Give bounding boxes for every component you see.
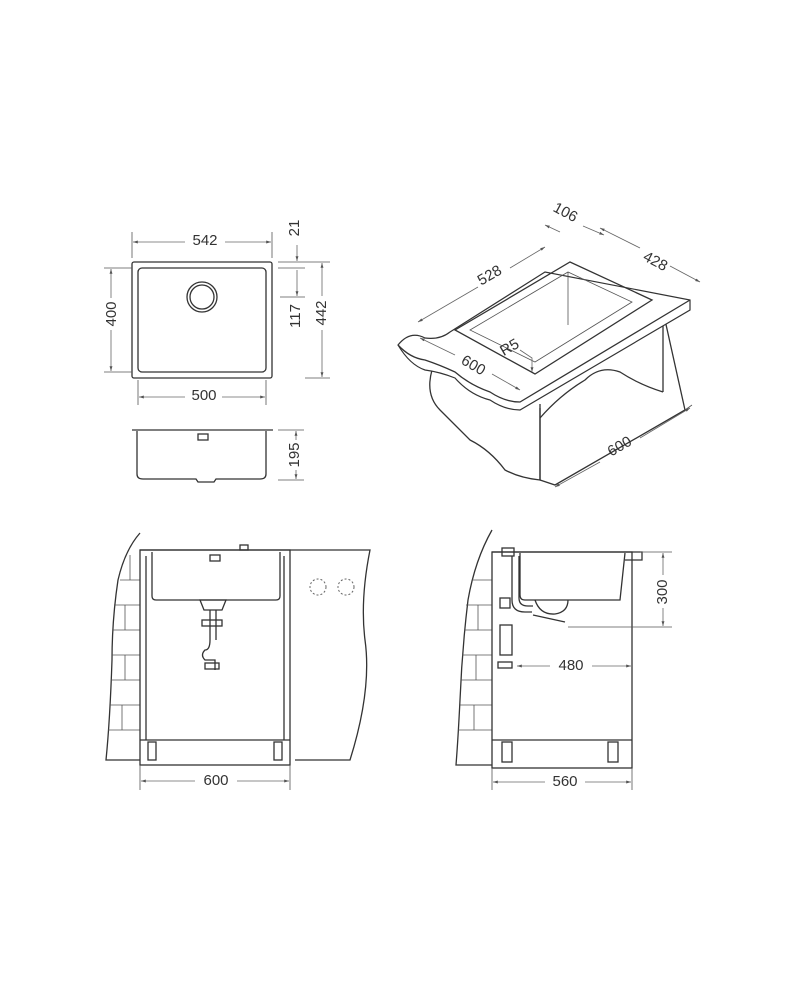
dim-width-inner: 500 bbox=[191, 387, 216, 404]
dim-height: 300 bbox=[654, 579, 671, 604]
sink-bowl-outline bbox=[137, 267, 267, 373]
dim-cabinet-depth-side: 560 bbox=[552, 773, 577, 790]
top-view: 542 400 500 21 117 442 bbox=[103, 220, 330, 405]
overflow-icon bbox=[197, 433, 209, 441]
dim-side-length: 428 bbox=[640, 248, 670, 275]
dim-depth-outer: 442 bbox=[313, 300, 330, 325]
isometric-view: 528 106 428 600 R5 600 bbox=[397, 199, 701, 488]
side-elevation: 300 480 560 bbox=[455, 529, 672, 790]
wall bbox=[455, 529, 493, 766]
wall bbox=[105, 532, 141, 761]
dim-distance: 480 bbox=[558, 657, 583, 674]
drain-outer bbox=[186, 281, 218, 313]
countertop bbox=[397, 271, 691, 411]
dim-top-length: 528 bbox=[475, 262, 505, 289]
connection-icon bbox=[309, 578, 327, 596]
sink-opening bbox=[453, 261, 654, 375]
dim-drain-offset: 117 bbox=[287, 304, 304, 328]
connection-icon bbox=[337, 578, 355, 596]
dim-cabinet-width: 600 bbox=[203, 772, 228, 789]
dim-cabinet-depth: 600 bbox=[605, 433, 635, 460]
cabinet bbox=[139, 549, 291, 766]
dim-rim: 21 bbox=[286, 220, 303, 237]
dim-depth-inner: 400 bbox=[103, 301, 120, 326]
side-section: 195 bbox=[132, 429, 304, 483]
drain-bowl bbox=[534, 599, 569, 615]
drain-trap bbox=[199, 599, 227, 670]
drain-icon bbox=[189, 284, 215, 310]
dim-back-depth: 106 bbox=[550, 199, 580, 226]
front-elevation: 600 bbox=[105, 532, 371, 790]
bowl-profile bbox=[136, 431, 267, 483]
dim-width-outer: 542 bbox=[192, 232, 217, 249]
dim-bowl-depth: 195 bbox=[286, 442, 303, 467]
sink-outer-outline bbox=[131, 261, 273, 379]
